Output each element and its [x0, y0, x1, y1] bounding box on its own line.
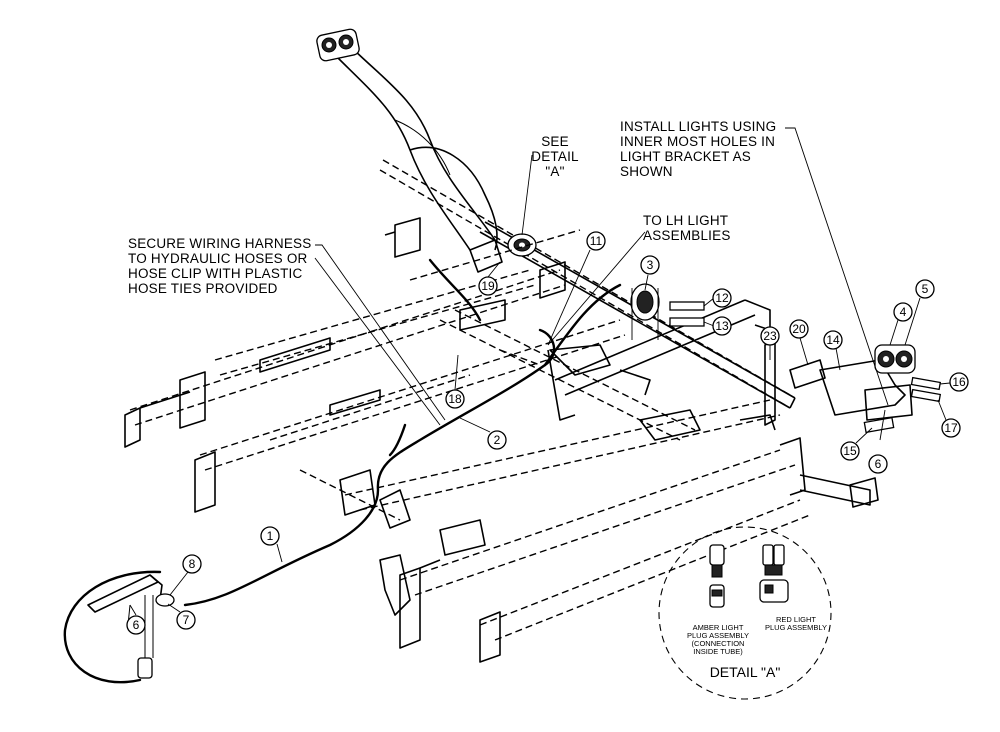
- callout-bubble-18: [445, 389, 465, 409]
- install-lights-line3: LIGHT BRACKET AS: [620, 149, 751, 164]
- install-lights-line1: INSTALL LIGHTS USING: [620, 119, 776, 134]
- amber-label-line2: PLUG ASSEMBLY: [687, 631, 749, 640]
- callout-2: 2: [494, 433, 501, 447]
- callout-7: 7: [183, 613, 190, 627]
- secure-wiring-line4: HOSE TIES PROVIDED: [128, 281, 278, 296]
- callout-11: 11: [590, 234, 603, 248]
- callout-23: 23: [763, 329, 777, 343]
- note-install-lights: INSTALL LIGHTS USING INNER MOST HOLES IN…: [620, 119, 889, 406]
- mid-light-assembly: [630, 283, 660, 340]
- detail-a-title: DETAIL "A": [710, 664, 781, 680]
- callout-bubble-13: [712, 316, 732, 336]
- callout-1: 1: [267, 529, 274, 543]
- callout-17: 17: [944, 421, 958, 435]
- callout-4: 4: [900, 305, 907, 319]
- amber-label-line3: (CONNECTION: [692, 639, 745, 648]
- wiring-harness: [63, 258, 622, 684]
- callout-16: 16: [952, 375, 966, 389]
- see-detail-line2: DETAIL: [531, 149, 579, 164]
- amber-plug-icon: [709, 544, 725, 608]
- callout-bubble-7: [176, 610, 196, 630]
- callout-bubble-14: [823, 330, 843, 350]
- red-label-line1: RED LIGHT: [776, 615, 816, 624]
- secure-wiring-line1: SECURE WIRING HARNESS: [128, 236, 311, 251]
- front-frame: [299, 399, 879, 663]
- callout-20: 20: [792, 322, 806, 336]
- callout-bubble-16: [949, 372, 969, 392]
- callout-bubble-23: [760, 326, 780, 346]
- light-tower-boom: [334, 47, 503, 273]
- callout-bubble-5: [915, 279, 935, 299]
- callout-14: 14: [826, 333, 840, 347]
- callout-bubble-3: [640, 255, 660, 275]
- center-light-assembly: [507, 233, 537, 257]
- note-see-detail: SEE DETAIL "A": [521, 134, 579, 236]
- callout-bubble-19: [478, 276, 498, 296]
- callout-bubble-2: [487, 430, 507, 450]
- callout-18: 18: [448, 392, 462, 406]
- callout-bubble-20: [789, 319, 809, 339]
- red-label-line2: PLUG ASSEMBLY: [765, 623, 827, 632]
- callout-6-left: 6: [133, 618, 140, 632]
- decal-parts: [669, 301, 942, 403]
- callout-6-right: 6: [875, 457, 882, 471]
- top-light-assembly: [316, 28, 360, 62]
- callout-8: 8: [189, 557, 196, 571]
- callout-bubble-8: [182, 554, 202, 574]
- callout-bubble-6a: [126, 615, 146, 635]
- note-secure-wiring: SECURE WIRING HARNESS TO HYDRAULIC HOSES…: [128, 236, 446, 426]
- callout-bubble-4: [893, 302, 913, 322]
- callout-bubble-11: [586, 231, 606, 251]
- callout-15: 15: [843, 444, 857, 458]
- see-detail-line1: SEE: [541, 134, 569, 149]
- to-lh-line1: TO LH LIGHT: [643, 213, 728, 228]
- amber-label-line4: INSIDE TUBE): [693, 647, 743, 656]
- secure-wiring-line3: HOSE CLIP WITH PLASTIC: [128, 266, 302, 281]
- callout-13: 13: [715, 319, 729, 333]
- callout-bubble-15: [840, 441, 860, 461]
- amber-label-line1: AMBER LIGHT: [693, 623, 744, 632]
- callout-12: 12: [715, 291, 729, 305]
- detail-a-view: AMBER LIGHT PLUG ASSEMBLY (CONNECTION IN…: [658, 526, 832, 700]
- callout-19: 19: [481, 279, 495, 293]
- callout-bubble-17: [941, 418, 961, 438]
- callout-bubble-12: [712, 288, 732, 308]
- note-to-lh: TO LH LIGHT ASSEMBLIES: [547, 213, 731, 346]
- secure-wiring-line2: TO HYDRAULIC HOSES OR: [128, 251, 308, 266]
- callout-5: 5: [922, 282, 929, 296]
- see-detail-line3: "A": [545, 164, 564, 179]
- install-lights-line2: INNER MOST HOLES IN: [620, 134, 775, 149]
- install-lights-line4: SHOWN: [620, 164, 673, 179]
- callouts: 1 2 3 4 5 6 6 7 8 11 12 13: [126, 231, 969, 635]
- to-lh-line2: ASSEMBLIES: [643, 228, 731, 243]
- callout-bubble-1: [260, 526, 280, 546]
- callout-3: 3: [647, 258, 654, 272]
- red-plug-icon: [759, 544, 789, 603]
- right-light-assembly: [874, 344, 916, 374]
- callout-bubble-6b: [868, 454, 888, 474]
